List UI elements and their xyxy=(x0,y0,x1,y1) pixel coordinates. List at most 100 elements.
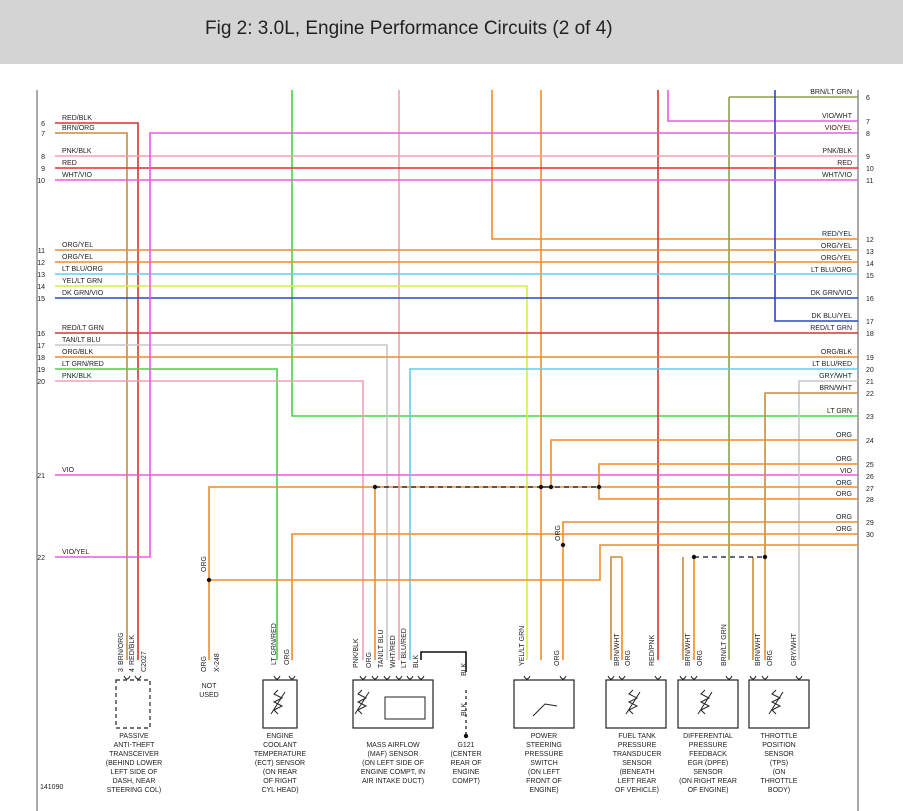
right-circuit-label: VIO xyxy=(840,468,853,475)
right-circuit-label: RED xyxy=(837,160,852,167)
tps-box xyxy=(748,679,810,729)
g121-caption-line: ENGINE xyxy=(453,769,480,776)
left-circuit-label: YEL/LT GRN xyxy=(62,278,102,285)
left-circuit-label: LT GRN/RED xyxy=(62,361,104,368)
dpfe-caption-line: OF ENGINE) xyxy=(688,787,729,794)
right-circuit-number: 18 xyxy=(866,331,874,338)
dpfe-box xyxy=(677,679,739,729)
pin-label-dpfe-wire3: BRN/LT GRN xyxy=(721,624,728,666)
splice-dot xyxy=(372,484,378,490)
right-circuit-number: 30 xyxy=(866,532,874,539)
right-circuit-label: ORG xyxy=(836,432,852,439)
pin-marker xyxy=(406,675,414,680)
wire-org-27 xyxy=(208,486,858,580)
pats-caption-line: (BEHIND LOWER xyxy=(106,760,162,767)
left-circuit-number: 14 xyxy=(37,284,45,291)
pin-label-psps-wire2: ORG xyxy=(554,650,561,666)
left-circuit-label: RED/BLK xyxy=(62,115,92,122)
ect-caption-line: ENGINE xyxy=(267,733,294,740)
right-circuit-label: DK BLU/YEL xyxy=(812,313,853,320)
wire-org-30 xyxy=(291,533,858,660)
psps-box xyxy=(513,679,575,729)
pin-marker xyxy=(725,675,733,680)
right-circuit-number: 16 xyxy=(866,296,874,303)
pin-label-psps-wire1: YEL/LT GRN xyxy=(519,626,526,666)
variable-arrow xyxy=(354,691,370,715)
pin-marker xyxy=(134,675,142,680)
pin-label-pats-pin4: 4 xyxy=(129,668,136,672)
pin-marker xyxy=(371,675,379,680)
right-circuit-number: 20 xyxy=(866,367,874,374)
wire-gry-wht-21 xyxy=(798,380,858,660)
variable-arrow xyxy=(625,691,641,715)
maf-caption-line: (ON LEFT SIDE OF xyxy=(362,760,424,767)
ect-caption-line: (ECT) SENSOR xyxy=(255,760,305,767)
wire-ltgrn-red-19 xyxy=(55,368,278,660)
right-circuit-number: 7 xyxy=(866,119,870,126)
ftpt-caption-line: SENSOR xyxy=(622,760,652,767)
right-circuit-label: RED/YEL xyxy=(822,231,852,238)
left-circuit-label: PNK/BLK xyxy=(62,148,92,155)
pin-label-maf-wire4: WHT/RED xyxy=(390,635,397,668)
ftpt-caption-line: PRESSURE xyxy=(618,742,657,749)
wire-org-24 xyxy=(550,439,858,487)
g121-caption-line: G121 xyxy=(457,742,474,749)
components xyxy=(115,675,810,729)
ftpt-box xyxy=(605,679,667,729)
pin-label-pats-wire2: RED/BLK xyxy=(129,635,136,665)
tps-caption-line: THROTTLE xyxy=(761,778,798,785)
right-circuit-label: VIO/YEL xyxy=(825,125,852,132)
pin-label-dpfe-wire2: ORG xyxy=(697,650,704,666)
ect-caption-line: (ON REAR xyxy=(263,769,297,776)
page-title: Fig 2: 3.0L, Engine Performance Circuits… xyxy=(205,18,613,39)
g121-ground-point xyxy=(463,733,469,739)
right-circuit-number: 9 xyxy=(866,154,870,161)
wire-brn-org-7 xyxy=(55,132,128,660)
splice-dot xyxy=(538,484,544,490)
pin-label-pats-pin3: 3 xyxy=(118,668,125,672)
right-circuit-label: ORG xyxy=(836,456,852,463)
left-circuit-number: 12 xyxy=(37,260,45,267)
left-circuit-number: 13 xyxy=(37,272,45,279)
right-circuit-number: 14 xyxy=(866,261,874,268)
psps-caption-line: FRONT OF xyxy=(526,778,562,785)
psps-caption-line: (ON LEFT xyxy=(528,769,561,776)
right-circuit-number: 21 xyxy=(866,379,874,386)
pin-marker xyxy=(607,675,615,680)
ftpt-caption-line: FUEL TANK xyxy=(618,733,656,740)
wire-brn-wht-ftpt xyxy=(610,556,622,660)
pin-label-ftpt-wire1: BRN/WHT xyxy=(614,633,621,666)
pin-label-unused-wire: ORG xyxy=(201,656,208,672)
pin-label-g121-wire2: BLK xyxy=(461,702,468,716)
right-circuit-number: 13 xyxy=(866,249,874,256)
right-circuit-number: 15 xyxy=(866,273,874,280)
unused-caption-line: NOT xyxy=(202,683,218,690)
right-circuit-label: LT GRN xyxy=(827,408,852,415)
pats-caption-line: PASSIVE xyxy=(119,733,149,740)
ect-caption-line: OF RIGHT xyxy=(263,778,297,785)
wire-blk-ground xyxy=(420,651,467,672)
pin-marker xyxy=(559,675,567,680)
pin-label-tps-wire3: GRY/WHT xyxy=(791,632,798,666)
left-circuit-number: 9 xyxy=(41,166,45,173)
pin-marker xyxy=(288,675,296,680)
psps-caption-line: STEERING xyxy=(526,742,562,749)
wire-brn-wht-22 xyxy=(764,392,858,560)
pin-label-tps-wire1: BRN/WHT xyxy=(755,633,762,666)
maf-caption-line: (MAF) SENSOR xyxy=(368,751,419,758)
splice-dot xyxy=(691,554,697,560)
pin-label-org-a: ORG xyxy=(201,556,208,572)
right-circuit-label: WHT/VIO xyxy=(822,172,852,179)
right-circuit-number: 26 xyxy=(866,474,874,481)
ect-caption-line: COOLANT xyxy=(263,742,298,749)
variable-arrow xyxy=(270,691,286,715)
ftpt-caption-line: LEFT REAR xyxy=(618,778,656,785)
ect-box xyxy=(262,679,298,729)
pin-label-maf-wire3: TAN/LT BLU xyxy=(378,629,385,668)
psps-caption-line: PRESSURE xyxy=(525,751,564,758)
wire-org-25-28 xyxy=(598,463,858,500)
right-circuit-number: 27 xyxy=(866,486,874,493)
right-circuit-label: PNK/BLK xyxy=(822,148,852,155)
right-circuit-number: 29 xyxy=(866,520,874,527)
right-circuit-label: GRY/WHT xyxy=(819,373,853,380)
